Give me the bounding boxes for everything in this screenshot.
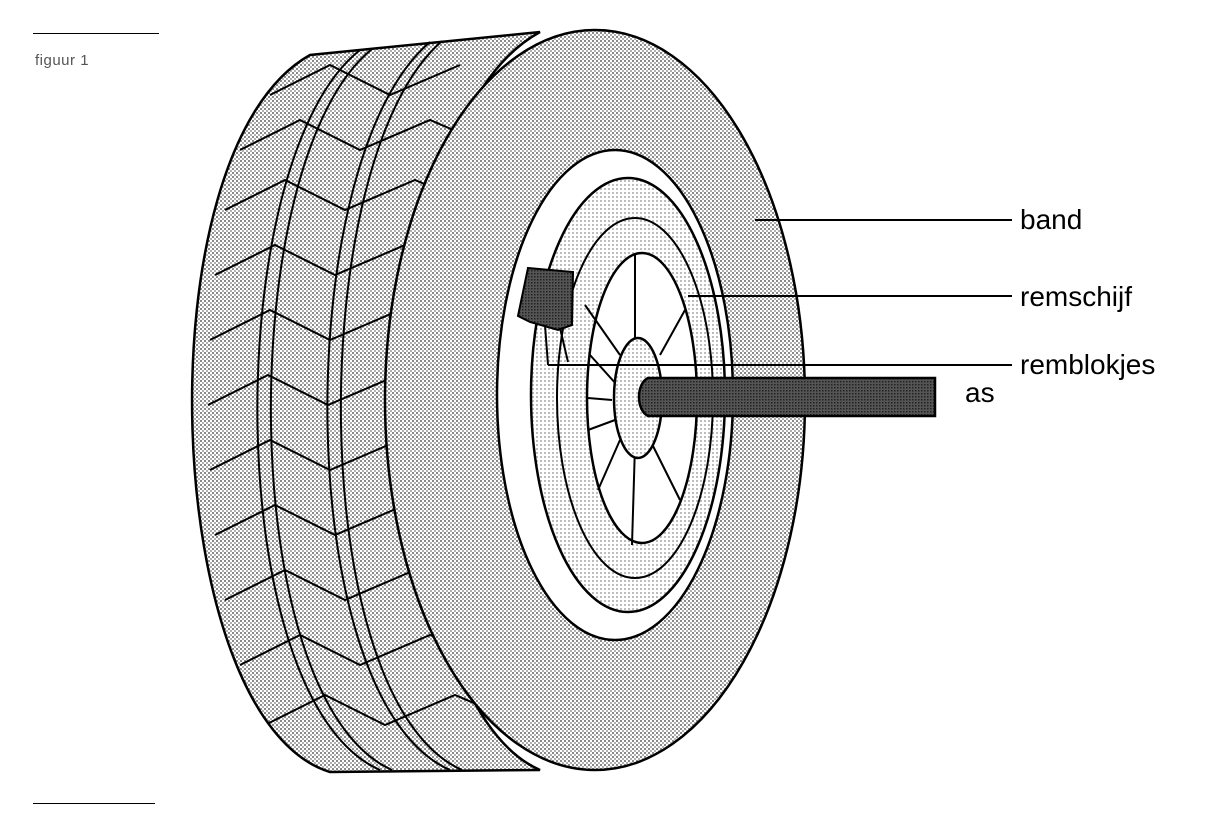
figure-caption: figuur 1 — [35, 52, 90, 69]
top-rule — [33, 33, 159, 34]
label-remblokjes: remblokjes — [1020, 349, 1155, 380]
leader-lines — [548, 219, 1012, 366]
brake-pads — [516, 266, 575, 366]
label-remschijf: remschijf — [1020, 281, 1132, 312]
axle — [637, 376, 937, 418]
label-band: band — [1020, 204, 1082, 235]
bottom-rule — [33, 803, 155, 804]
label-as: as — [965, 377, 995, 408]
